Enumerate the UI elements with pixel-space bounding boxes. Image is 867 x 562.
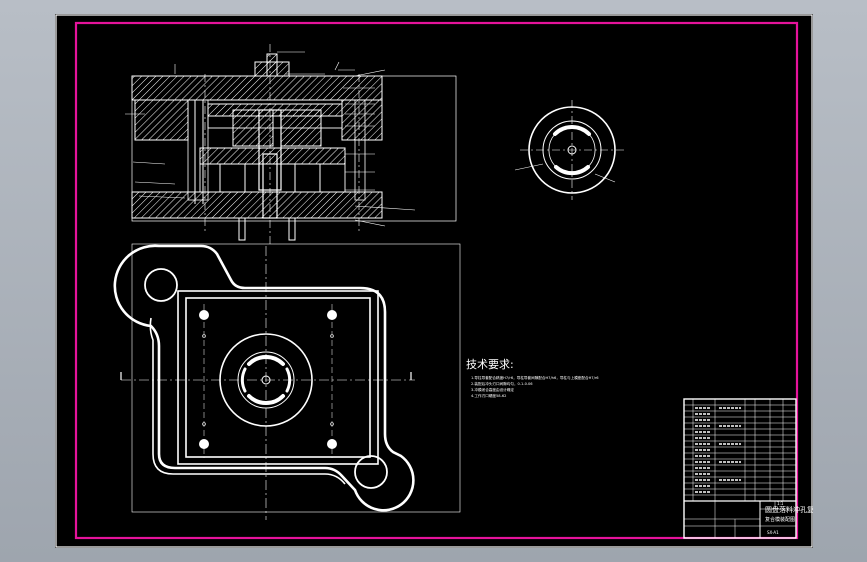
title-block-code: SX-A1	[767, 530, 779, 535]
title-block-ratio: 1:1	[777, 501, 784, 506]
title-block-name: 圆盘落料冲孔复合模	[765, 505, 813, 514]
outer-border	[55, 14, 813, 548]
tech-req-line: 2.装配后冲头刃口间隙均匀，0.1-0.06	[471, 381, 533, 386]
section-view	[125, 44, 457, 246]
tech-req-line: 3.冲模闭合高度由设计确定	[471, 387, 514, 392]
tech-req-line: 1.导柱导套配合精度H7/r6，导柱导套间隙配合H7/h6，导柱与上模座配合H7…	[471, 375, 599, 380]
title-block-subtitle: 复合模装配图	[765, 516, 795, 523]
plan-view	[113, 243, 461, 520]
drawing-svg: 技术要求: 1.导柱导套配合精度H7/r6，导柱导套间隙配合H7/h6，导柱与上…	[55, 14, 813, 548]
drawing-frame	[74, 21, 799, 540]
technical-requirements: 技术要求: 1.导柱导套配合精度H7/r6，导柱导套间隙配合H7/h6，导柱与上…	[466, 358, 599, 398]
tech-req-title: 技术要求:	[466, 358, 514, 371]
part-view-disc	[514, 100, 627, 200]
title-block	[683, 398, 797, 539]
drawing-canvas[interactable]: 技术要求: 1.导柱导套配合精度H7/r6，导柱导套间隙配合H7/h6，导柱与上…	[55, 14, 813, 548]
tech-req-line: 4.工作刃口硬度58-62	[471, 393, 506, 398]
